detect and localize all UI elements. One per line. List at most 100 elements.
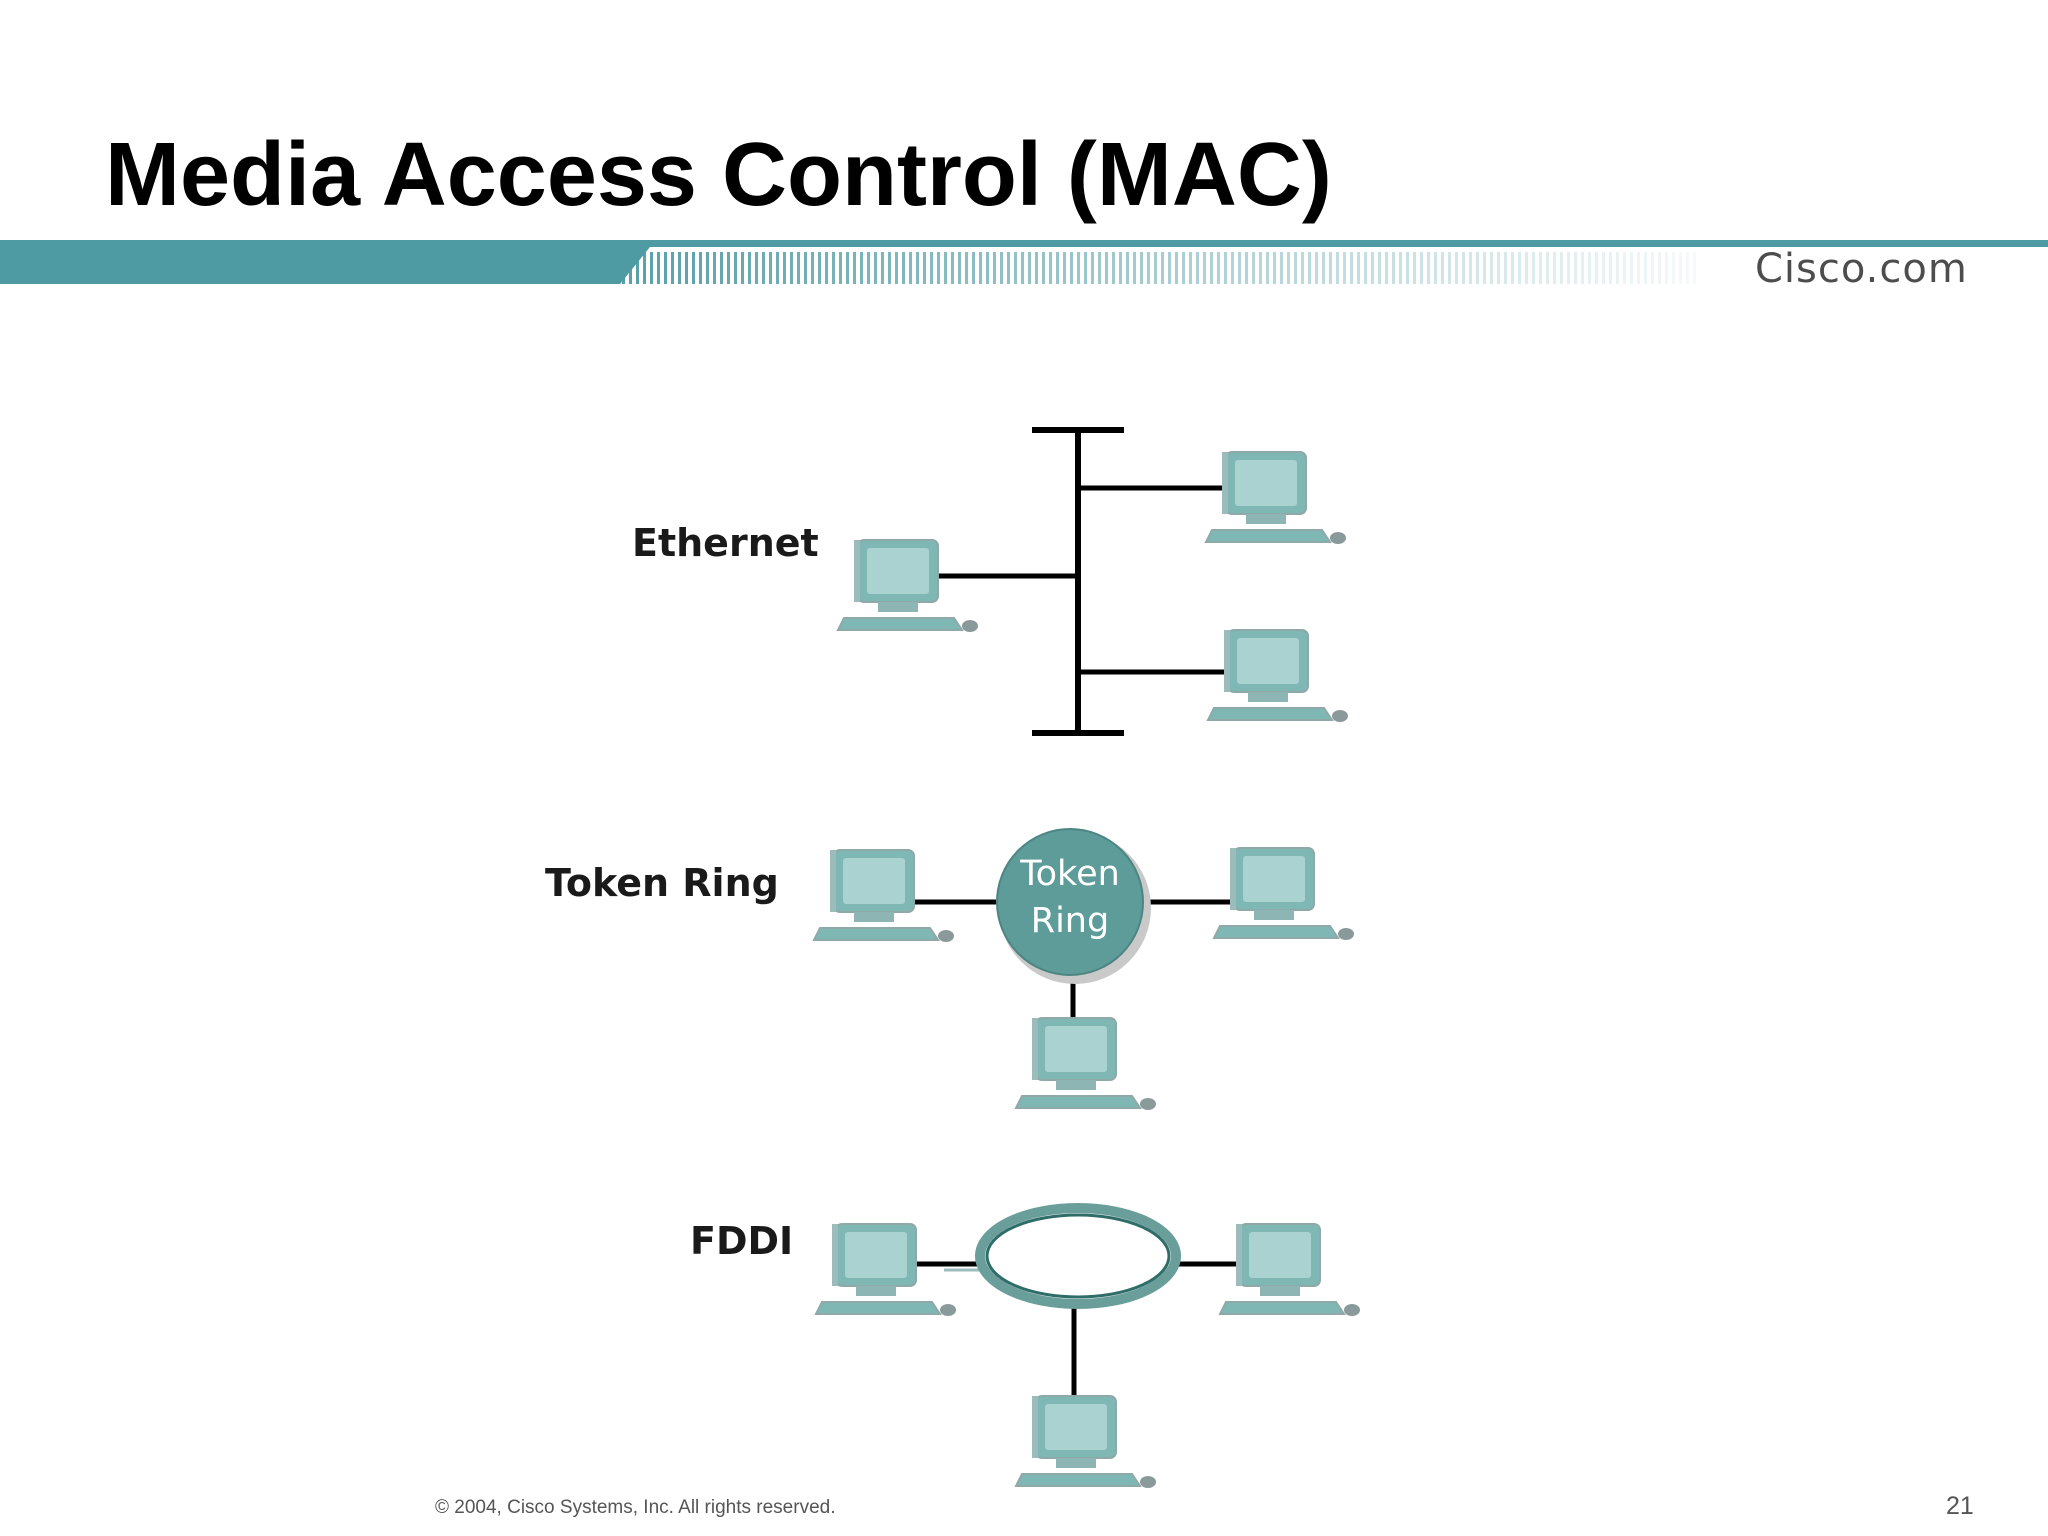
- header-stripe: [1154, 252, 1157, 284]
- header-stripe: [1644, 252, 1647, 284]
- header-stripe: [1217, 252, 1220, 284]
- header-stripe: [825, 252, 828, 284]
- header-stripe: [1560, 252, 1563, 284]
- header-stripe: [1119, 252, 1122, 284]
- header-stripe: [1490, 252, 1493, 284]
- header-stripe: [832, 252, 835, 284]
- header-stripe: [1175, 252, 1178, 284]
- header-stripe: [1294, 252, 1297, 284]
- header-stripe: [790, 252, 793, 284]
- header-stripe: [1091, 252, 1094, 284]
- header-stripe: [1280, 252, 1283, 284]
- header-stripe: [1189, 252, 1192, 284]
- slide-title: Media Access Control (MAC): [105, 125, 1332, 225]
- header-stripe: [1413, 252, 1416, 284]
- header-stripe: [1651, 252, 1654, 284]
- header-stripe: [797, 252, 800, 284]
- header-band-solid: [0, 240, 2048, 284]
- ethernet-label: Ethernet: [632, 521, 819, 565]
- fddi-computer-right: [1219, 1223, 1361, 1317]
- header-stripe: [811, 252, 814, 284]
- header-stripe: [636, 252, 639, 284]
- header-stripe: [1196, 252, 1199, 284]
- header-stripe: [902, 252, 905, 284]
- header-stripe: [895, 252, 898, 284]
- header-stripe: [1546, 252, 1549, 284]
- header-stripe: [909, 252, 912, 284]
- header-stripe: [1364, 252, 1367, 284]
- header-stripe: [1462, 252, 1465, 284]
- header-stripe: [1021, 252, 1024, 284]
- header-stripe: [1035, 252, 1038, 284]
- header-stripe: [727, 252, 730, 284]
- header-stripe: [1007, 252, 1010, 284]
- header-stripe: [692, 252, 695, 284]
- header-stripe: [846, 252, 849, 284]
- header-stripe: [1539, 252, 1542, 284]
- header-stripe: [951, 252, 954, 284]
- header-stripe: [1574, 252, 1577, 284]
- fddi-topology: [815, 1203, 1361, 1489]
- header-stripe: [1637, 252, 1640, 284]
- header-stripe: [734, 252, 737, 284]
- header-stripe: [1693, 252, 1696, 284]
- header-stripe: [1273, 252, 1276, 284]
- header-stripe: [853, 252, 856, 284]
- header-stripe: [1679, 252, 1682, 284]
- header-stripe: [1378, 252, 1381, 284]
- header-stripe: [643, 252, 646, 284]
- header-stripe: [713, 252, 716, 284]
- header-stripe: [1042, 252, 1045, 284]
- header-stripe: [699, 252, 702, 284]
- header-stripe: [860, 252, 863, 284]
- header-stripe: [1476, 252, 1479, 284]
- header-stripe: [874, 252, 877, 284]
- header-stripe: [1532, 252, 1535, 284]
- fddi-label: FDDI: [690, 1219, 794, 1263]
- header-stripe: [930, 252, 933, 284]
- header-stripe: [1420, 252, 1423, 284]
- header-stripe: [657, 252, 660, 284]
- header-stripe: [937, 252, 940, 284]
- header-stripe: [1126, 252, 1129, 284]
- header-stripe: [1252, 252, 1255, 284]
- fddi-computer-bottom: [1015, 1395, 1157, 1489]
- header-stripe: [650, 252, 653, 284]
- header-stripe: [1203, 252, 1206, 284]
- header-band: [0, 240, 2048, 284]
- fddi-dual-ring-outer: [975, 1203, 1181, 1309]
- header-stripe: [1686, 252, 1689, 284]
- header-stripe: [622, 252, 625, 284]
- header-stripe: [1525, 252, 1528, 284]
- header-stripe: [1392, 252, 1395, 284]
- header-stripe: [1147, 252, 1150, 284]
- header-stripe: [1406, 252, 1409, 284]
- header-stripe: [1595, 252, 1598, 284]
- header-stripe: [1168, 252, 1171, 284]
- header-stripe: [923, 252, 926, 284]
- header-stripe: [1112, 252, 1115, 284]
- header-stripe: [1224, 252, 1227, 284]
- header-stripe: [1518, 252, 1521, 284]
- header-stripe: [1672, 252, 1675, 284]
- header-stripe: [1455, 252, 1458, 284]
- header-stripe: [720, 252, 723, 284]
- header-stripe: [1000, 252, 1003, 284]
- header-stripe: [1231, 252, 1234, 284]
- header-stripe: [1266, 252, 1269, 284]
- header-stripe: [1301, 252, 1304, 284]
- token-ring-hub: [996, 828, 1144, 976]
- header-stripe: [1469, 252, 1472, 284]
- header-stripe: [972, 252, 975, 284]
- ethernet-computer-top-right: [1205, 451, 1347, 545]
- header-stripe: [1238, 252, 1241, 284]
- header-stripe: [783, 252, 786, 284]
- header-stripe: [1350, 252, 1353, 284]
- header-stripe: [1357, 252, 1360, 284]
- header-stripe: [1056, 252, 1059, 284]
- fddi-computer-left: [815, 1223, 957, 1317]
- cisco-logo: Cisco.com: [1755, 246, 1968, 292]
- header-band-stripes: [622, 252, 1696, 284]
- token-ring-hub-label: Token Ring: [995, 851, 1145, 946]
